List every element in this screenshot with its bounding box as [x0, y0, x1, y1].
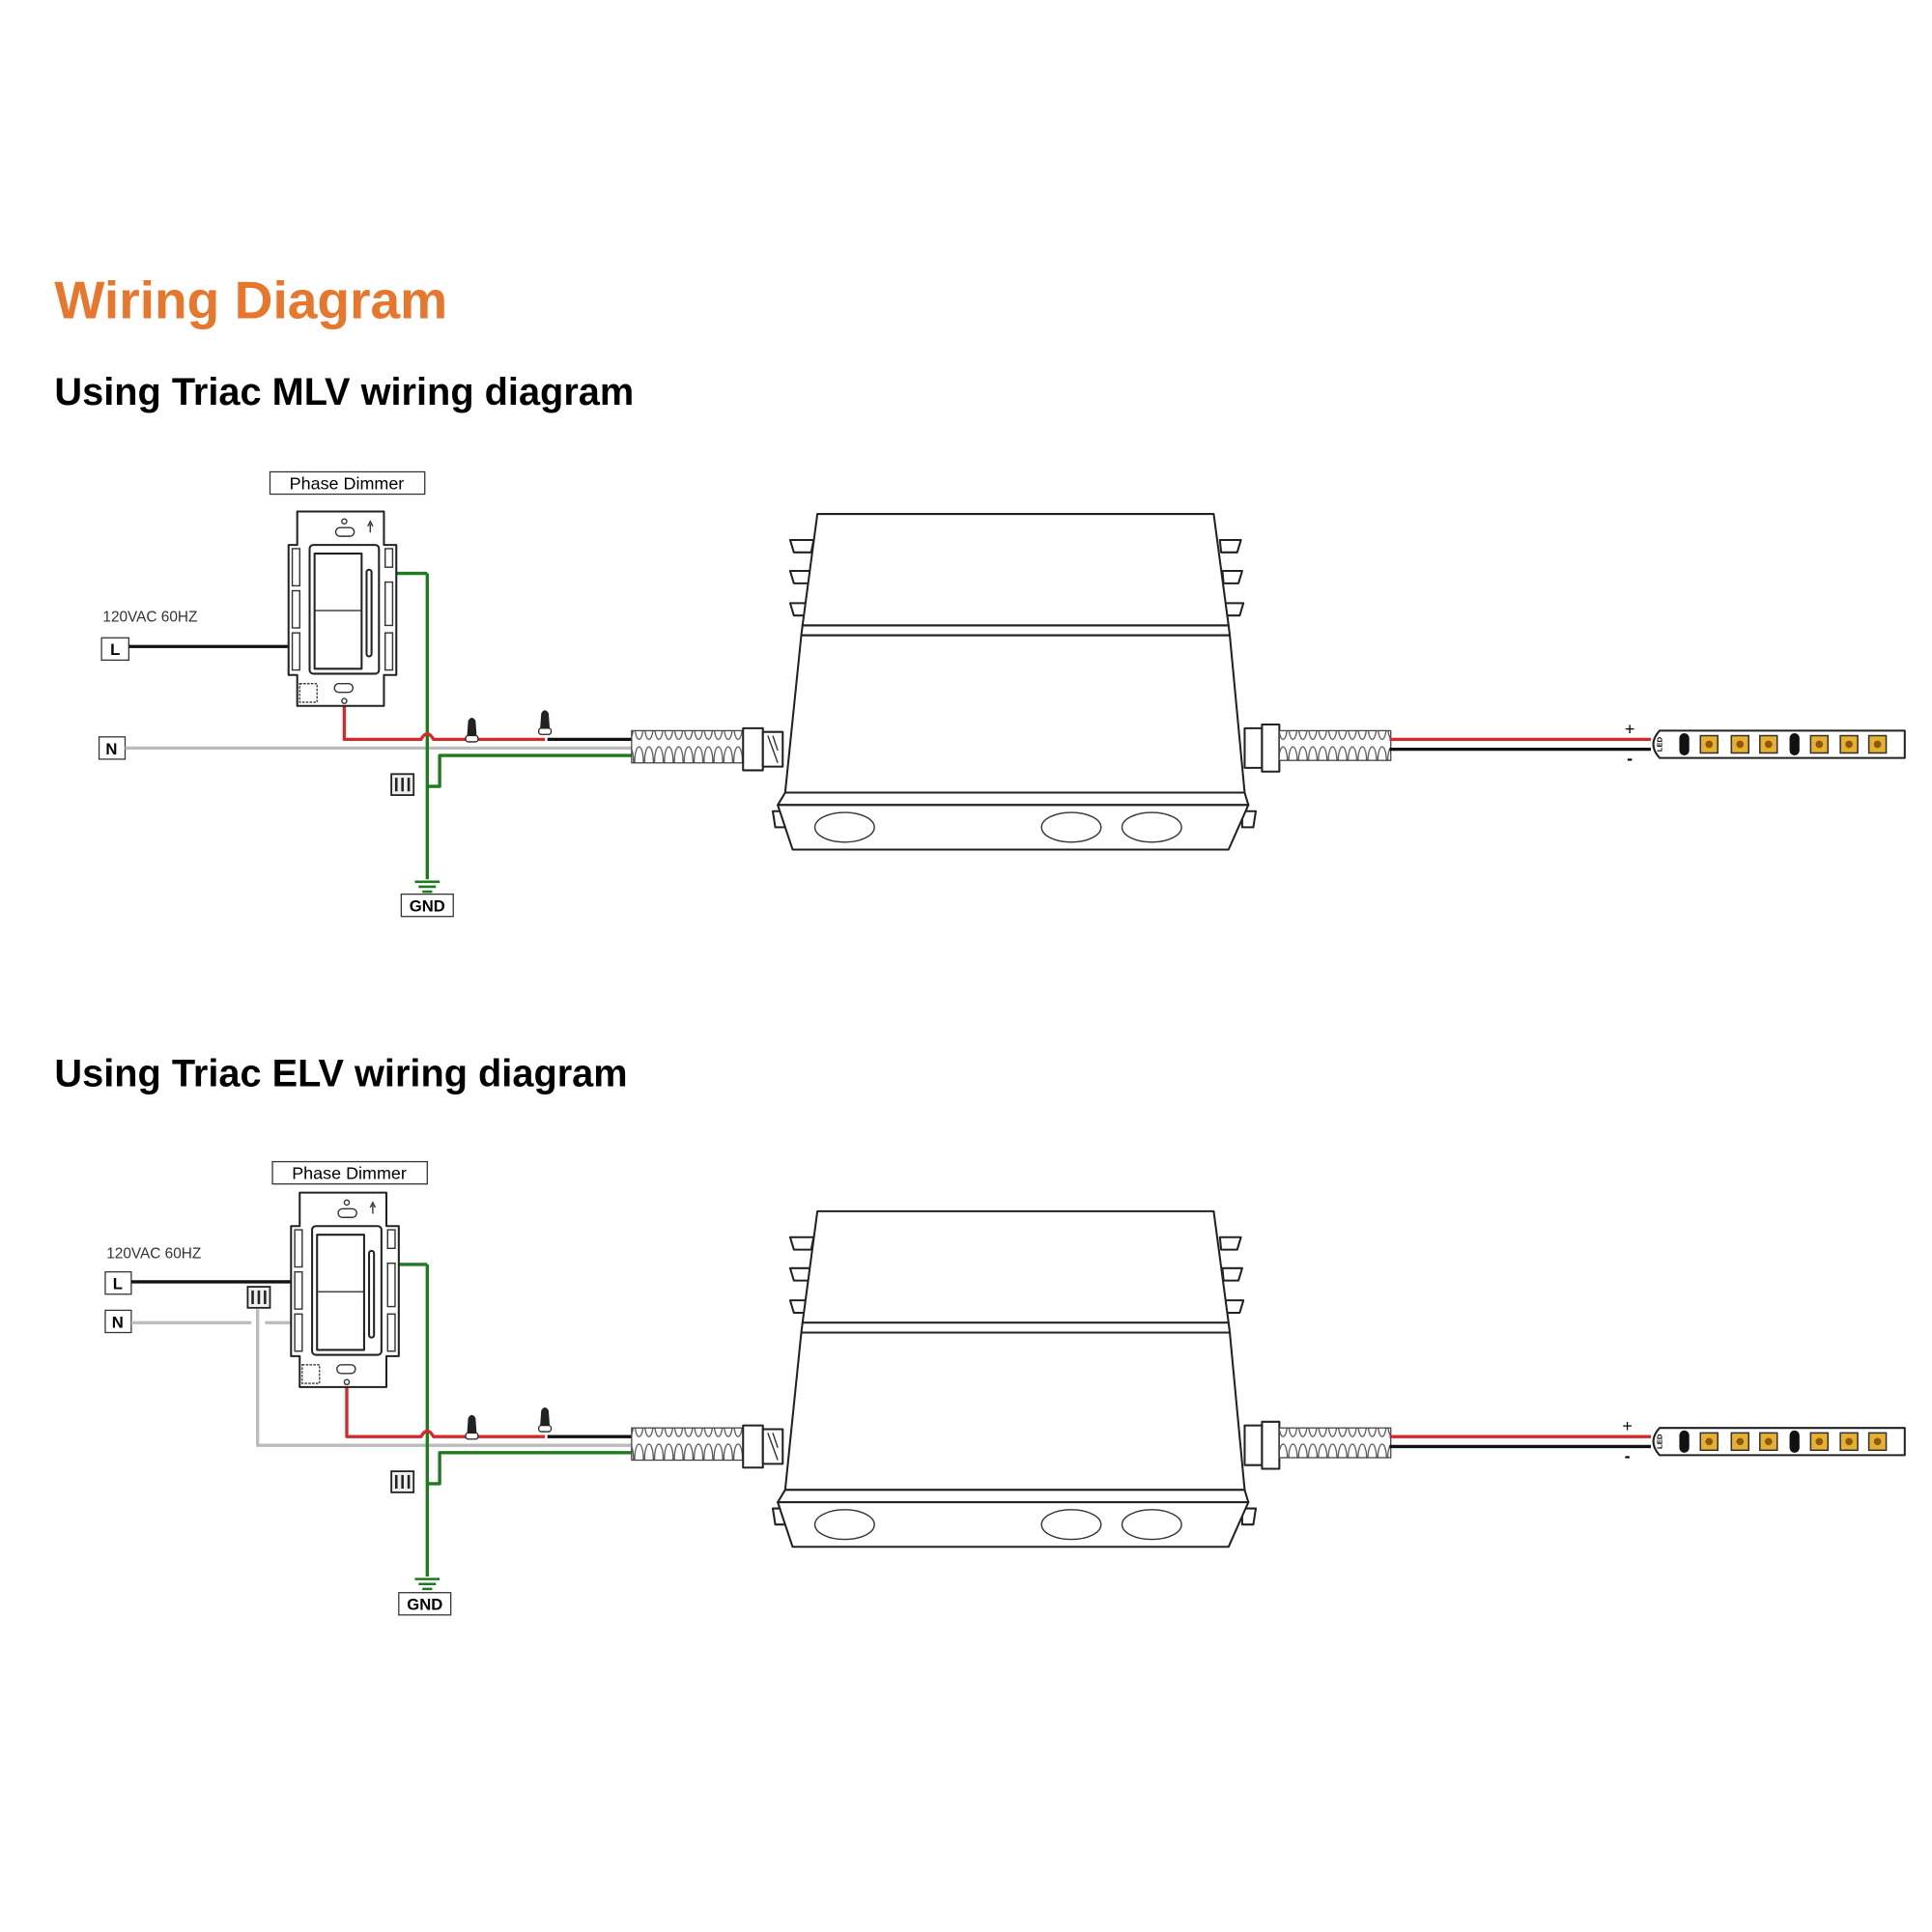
led-driver-box	[630, 1209, 1907, 1548]
minus-label: -	[1625, 1446, 1631, 1465]
line-terminal	[100, 637, 129, 661]
ground-wire	[398, 1263, 429, 1577]
neutral-to-driver-wire	[256, 1309, 632, 1447]
wire-nut-icon	[465, 717, 479, 743]
ground-symbol-icon	[414, 1577, 440, 1591]
mlv-heading: Using Triac MLV wiring diagram	[54, 371, 634, 413]
driver-ground-wire	[427, 1451, 632, 1486]
line-terminal-label: L	[110, 640, 120, 659]
neutral-terminal-label: N	[112, 1313, 124, 1331]
ground-symbol-icon	[414, 880, 440, 894]
minus-label: -	[1627, 749, 1633, 768]
ground-terminal-label: GND	[407, 1596, 442, 1614]
mlv-diagram: Phase Dimmer 120VAC 60HZ L N GND + - LED	[98, 470, 1907, 918]
elv-diagram: Phase Dimmer 120VAC 60HZ L N GND + - LE	[104, 1160, 1907, 1616]
supply-label: 120VAC 60HZ	[106, 1246, 201, 1263]
ground-terminal	[400, 894, 454, 918]
supply-label: 120VAC 60HZ	[102, 610, 197, 626]
dimmed-hot-wire	[342, 705, 546, 742]
dimmer-label: Phase Dimmer	[292, 1164, 407, 1183]
plus-label: +	[1625, 719, 1634, 738]
line-terminal-label: L	[113, 1275, 123, 1293]
dimmer-label: Phase Dimmer	[290, 473, 405, 493]
phase-dimmer-switch	[290, 1191, 400, 1388]
wire-nut-icon	[538, 1406, 553, 1433]
driver-ground-wire	[427, 753, 632, 788]
ground-terminal	[398, 1592, 452, 1616]
dimmed-hot-wire	[345, 1386, 546, 1438]
mlv-section: Using Triac MLV wiring diagram Phase Dim…	[54, 371, 1907, 918]
neutral-terminal-label: N	[105, 740, 117, 758]
wire-nut-icon	[465, 1414, 479, 1440]
neutral-connector-icon	[246, 1285, 271, 1310]
ground-connector-icon	[389, 772, 415, 797]
plus-label: +	[1622, 1416, 1632, 1435]
neutral-terminal	[104, 1309, 132, 1334]
led-strip-label: LED	[1656, 1434, 1664, 1449]
wire-nut-icon	[538, 709, 553, 735]
elv-section: Using Triac ELV wiring diagram Phase Dim…	[54, 1052, 1907, 1616]
dimmer-label-box	[271, 1160, 428, 1185]
led-strip-label: LED	[1656, 736, 1664, 752]
elv-heading: Using Triac ELV wiring diagram	[54, 1052, 627, 1094]
dimmer-label-box	[269, 470, 426, 496]
ground-wire	[396, 571, 429, 880]
ground-connector-icon	[389, 1469, 415, 1494]
page-title: Wiring Diagram	[54, 270, 447, 329]
led-driver-box	[630, 512, 1907, 852]
ground-terminal-label: GND	[410, 897, 445, 916]
line-terminal	[104, 1271, 132, 1295]
phase-dimmer-switch	[287, 510, 398, 707]
